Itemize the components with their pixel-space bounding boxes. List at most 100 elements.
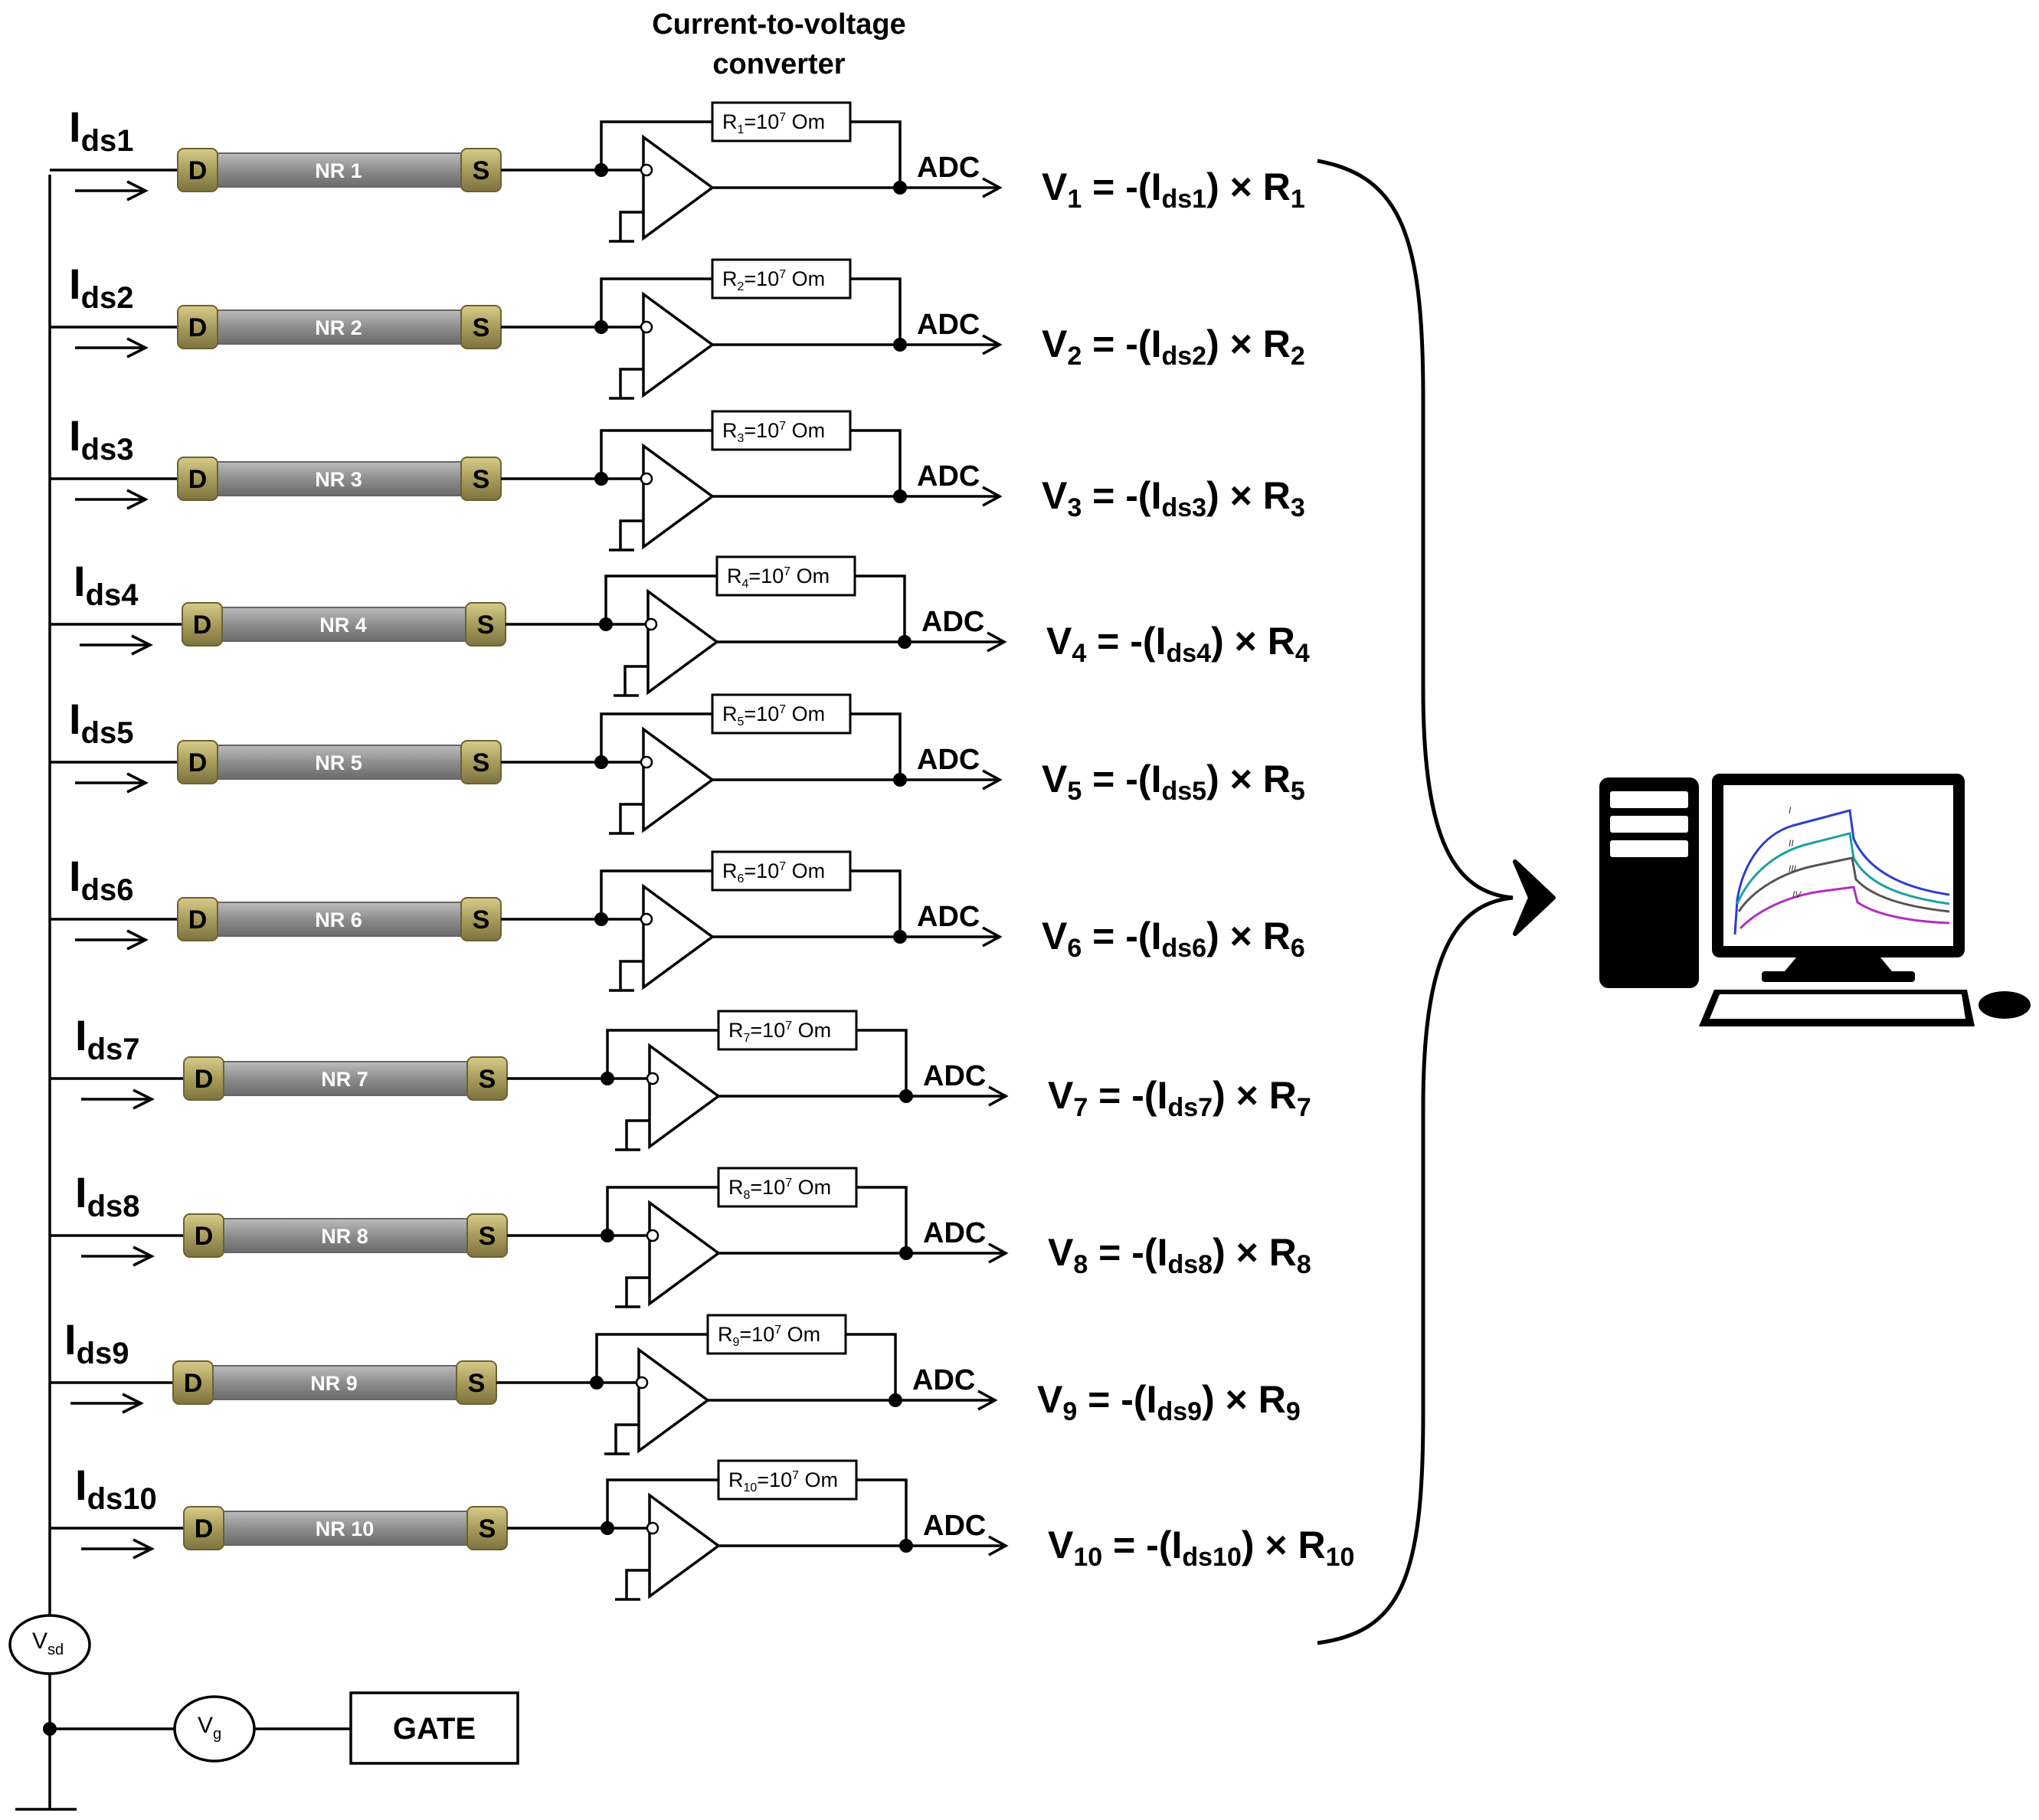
voltage-equation: V2 = -(Ids2) × R2 xyxy=(1042,322,1305,371)
monitor-curve-3 xyxy=(1737,856,1950,913)
inverting-input xyxy=(640,912,653,926)
curve-label-4: IV xyxy=(1792,889,1802,900)
source-label: S xyxy=(473,905,490,935)
output-arrow-icon xyxy=(988,1242,1009,1264)
current-label: Ids5 xyxy=(69,695,134,750)
output-arrow-icon xyxy=(988,1535,1009,1556)
curly-brace xyxy=(1317,159,1514,1645)
source-label: S xyxy=(473,465,490,494)
source-label: S xyxy=(473,748,490,777)
monitor-curve-4 xyxy=(1739,885,1950,930)
source-label: S xyxy=(468,1369,486,1398)
output-arrow-icon xyxy=(982,486,1003,507)
inverting-input xyxy=(640,755,653,769)
op-amp xyxy=(642,291,715,398)
output-arrow-icon xyxy=(982,334,1003,355)
arrow-head xyxy=(126,772,149,794)
current-label: Ids4 xyxy=(74,557,139,612)
source-label: S xyxy=(473,313,490,342)
drain-contact xyxy=(183,1056,224,1101)
ground-wire xyxy=(625,1276,650,1307)
output-arrow-icon xyxy=(987,631,1007,653)
feedback-resistor xyxy=(706,1314,847,1355)
ground-wire xyxy=(614,1423,639,1454)
resistor-label: R3=107 Om xyxy=(722,419,825,445)
op-amp xyxy=(642,443,715,550)
svg-text:Vg: Vg xyxy=(198,1713,221,1743)
inverting-input xyxy=(644,617,658,631)
current-label: Ids7 xyxy=(75,1011,140,1066)
ground-wire xyxy=(619,519,643,550)
ground-wire xyxy=(619,960,643,990)
feedback-resistor xyxy=(717,1010,858,1051)
arrow-chevron-icon xyxy=(1513,859,1556,936)
current-label: Ids1 xyxy=(69,103,134,158)
arrow-head xyxy=(126,180,149,201)
voltage-equation: V1 = -(Ids1) × R1 xyxy=(1042,165,1305,214)
nanoribbon-label: NR 2 xyxy=(315,316,362,339)
voltage-equation: V10 = -(Ids10) × R10 xyxy=(1048,1524,1354,1572)
feedback-resistor xyxy=(717,1167,858,1208)
drain-label: D xyxy=(188,905,208,935)
arrow-head xyxy=(126,929,149,951)
adc-label: ADC xyxy=(921,606,984,638)
tower-icon xyxy=(1599,777,1699,988)
drain-contact xyxy=(177,148,218,192)
inverting-input xyxy=(646,1229,659,1242)
adc-label: ADC xyxy=(923,1510,986,1542)
curve-label-3: III xyxy=(1789,863,1797,874)
drain-contact xyxy=(177,740,218,784)
drain-contact xyxy=(177,897,218,941)
drain-label: D xyxy=(193,610,212,640)
drain-contact xyxy=(177,457,218,501)
drain-contact xyxy=(172,1360,214,1405)
arrow-head xyxy=(131,634,153,656)
vg-source: Vg xyxy=(173,1695,256,1763)
voltage-equation: V7 = -(Ids7) × R7 xyxy=(1048,1074,1311,1122)
arrow-head xyxy=(122,1393,144,1414)
nanoribbon-label: NR 1 xyxy=(315,159,362,182)
nanoribbon-label: NR 8 xyxy=(321,1225,368,1248)
curve-label-2: II xyxy=(1789,838,1794,849)
arrow-head xyxy=(133,1246,155,1267)
drain-label: D xyxy=(188,313,208,342)
resistor-label: R10=107 Om xyxy=(728,1468,838,1494)
drain-label: D xyxy=(195,1065,214,1094)
drain-label: D xyxy=(188,156,208,185)
arrow-head xyxy=(126,337,149,358)
adc-label: ADC xyxy=(917,901,980,933)
feedback-resistor xyxy=(711,258,852,300)
voltage-equation: V4 = -(Ids4) × R4 xyxy=(1046,620,1310,668)
output-junction xyxy=(899,1539,913,1553)
nanoribbon-label: NR 10 xyxy=(316,1517,375,1540)
source-label: S xyxy=(477,610,495,640)
monitor-curve-2 xyxy=(1736,832,1950,905)
arrow-head xyxy=(133,1088,155,1110)
drain-label: D xyxy=(195,1514,214,1543)
feedback-resistor xyxy=(711,693,852,735)
title-line-2: converter xyxy=(712,48,845,80)
nanoribbon-label: NR 3 xyxy=(315,468,362,491)
resistor-label: R9=107 Om xyxy=(718,1323,820,1349)
mouse-icon xyxy=(1978,991,2031,1019)
nanoribbon-label: NR 6 xyxy=(315,908,362,931)
op-amp xyxy=(648,1043,721,1150)
resistor-label: R4=107 Om xyxy=(727,565,830,591)
source-label: S xyxy=(479,1065,496,1094)
computer-icon: I II III IV xyxy=(1599,774,2031,1026)
drain-contact xyxy=(177,305,218,349)
adc-label: ADC xyxy=(923,1217,986,1249)
output-junction xyxy=(889,1393,902,1407)
op-amp xyxy=(642,726,715,833)
output-junction xyxy=(899,1089,913,1103)
resistor-label: R2=107 Om xyxy=(722,267,825,293)
current-label: Ids10 xyxy=(75,1461,157,1516)
voltage-equation: V9 = -(Ids9) × R9 xyxy=(1037,1378,1301,1426)
